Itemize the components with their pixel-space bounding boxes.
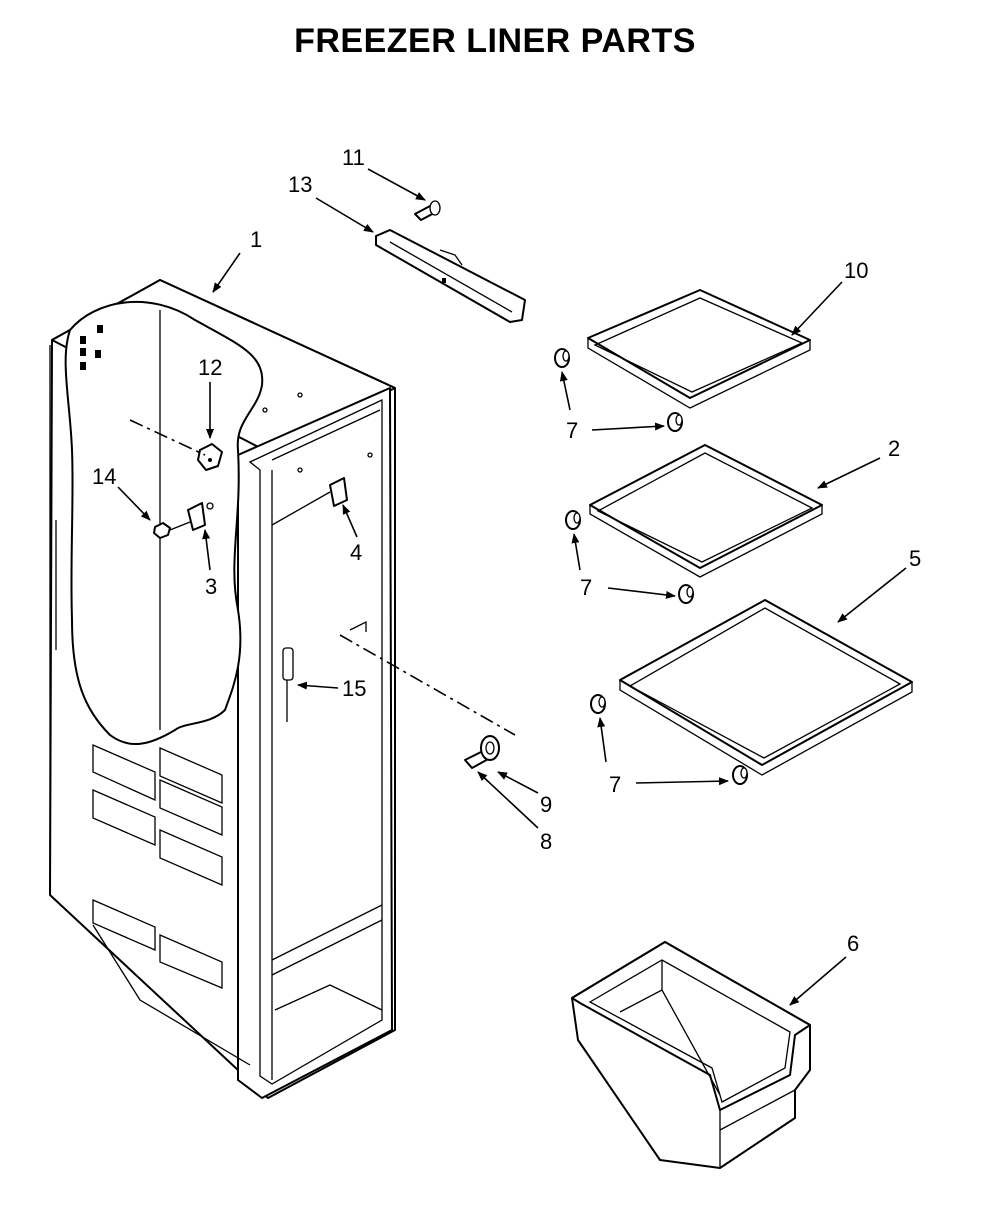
callout-14: 14 [92, 464, 116, 489]
roller-assembly [464, 735, 500, 769]
shelf-peg [590, 694, 606, 714]
leader-line [607, 587, 676, 599]
leader-line [789, 956, 847, 1006]
leader-line [571, 533, 581, 571]
side-bracket [271, 477, 348, 526]
callout-5: 5 [909, 546, 921, 571]
leader-line [297, 681, 339, 690]
hinge-bracket [197, 443, 223, 471]
leader-line [367, 168, 426, 201]
callout-15: 15 [342, 676, 366, 701]
shelf-peg [667, 412, 683, 432]
shelf-peg [732, 765, 748, 785]
shelf-peg [678, 584, 694, 604]
pin [349, 620, 367, 632]
callout-1: 1 [250, 227, 262, 252]
leader-line [212, 252, 241, 293]
shelf-peg [565, 510, 581, 530]
leader-line [597, 717, 607, 763]
leader-line [477, 771, 539, 829]
leader-line [315, 197, 374, 233]
leader-line [817, 457, 881, 489]
callout-3: 3 [205, 574, 217, 599]
callout-7-lower: 7 [609, 772, 621, 797]
callout-11: 11 [342, 145, 365, 170]
callout-9: 9 [540, 792, 552, 817]
callout-7-upper: 7 [566, 418, 578, 443]
callout-10: 10 [844, 258, 868, 283]
callout-12: 12 [198, 355, 222, 380]
callout-8: 8 [540, 829, 552, 854]
assembly-line [339, 634, 516, 736]
screw [414, 200, 441, 221]
shelf-lower [619, 599, 913, 776]
leader-line [591, 422, 665, 431]
shelf-upper [587, 289, 811, 409]
callout-2: 2 [888, 436, 900, 461]
leader-line [117, 486, 151, 521]
leader-line [342, 504, 358, 538]
leader-line [202, 529, 211, 571]
sensor-clip [282, 647, 294, 722]
leader-line [497, 771, 539, 794]
callout-13: 13 [288, 172, 312, 197]
callout-7-middle: 7 [580, 575, 592, 600]
callout-6: 6 [847, 931, 859, 956]
assembly-line [129, 419, 206, 456]
shelf-middle [589, 444, 823, 578]
callout-4: 4 [350, 540, 362, 565]
leader-line [791, 281, 843, 336]
freezer-bin [571, 941, 811, 1169]
shelf-peg [554, 348, 570, 368]
bracket [187, 502, 214, 531]
diagram-title: FREEZER LINER PARTS [294, 22, 696, 60]
leader-line [837, 567, 907, 623]
shelf-rail [375, 229, 526, 323]
freezer-liner [49, 279, 396, 1099]
leader-line [559, 371, 571, 411]
leader-line [635, 777, 729, 786]
hex-nut [153, 521, 191, 539]
